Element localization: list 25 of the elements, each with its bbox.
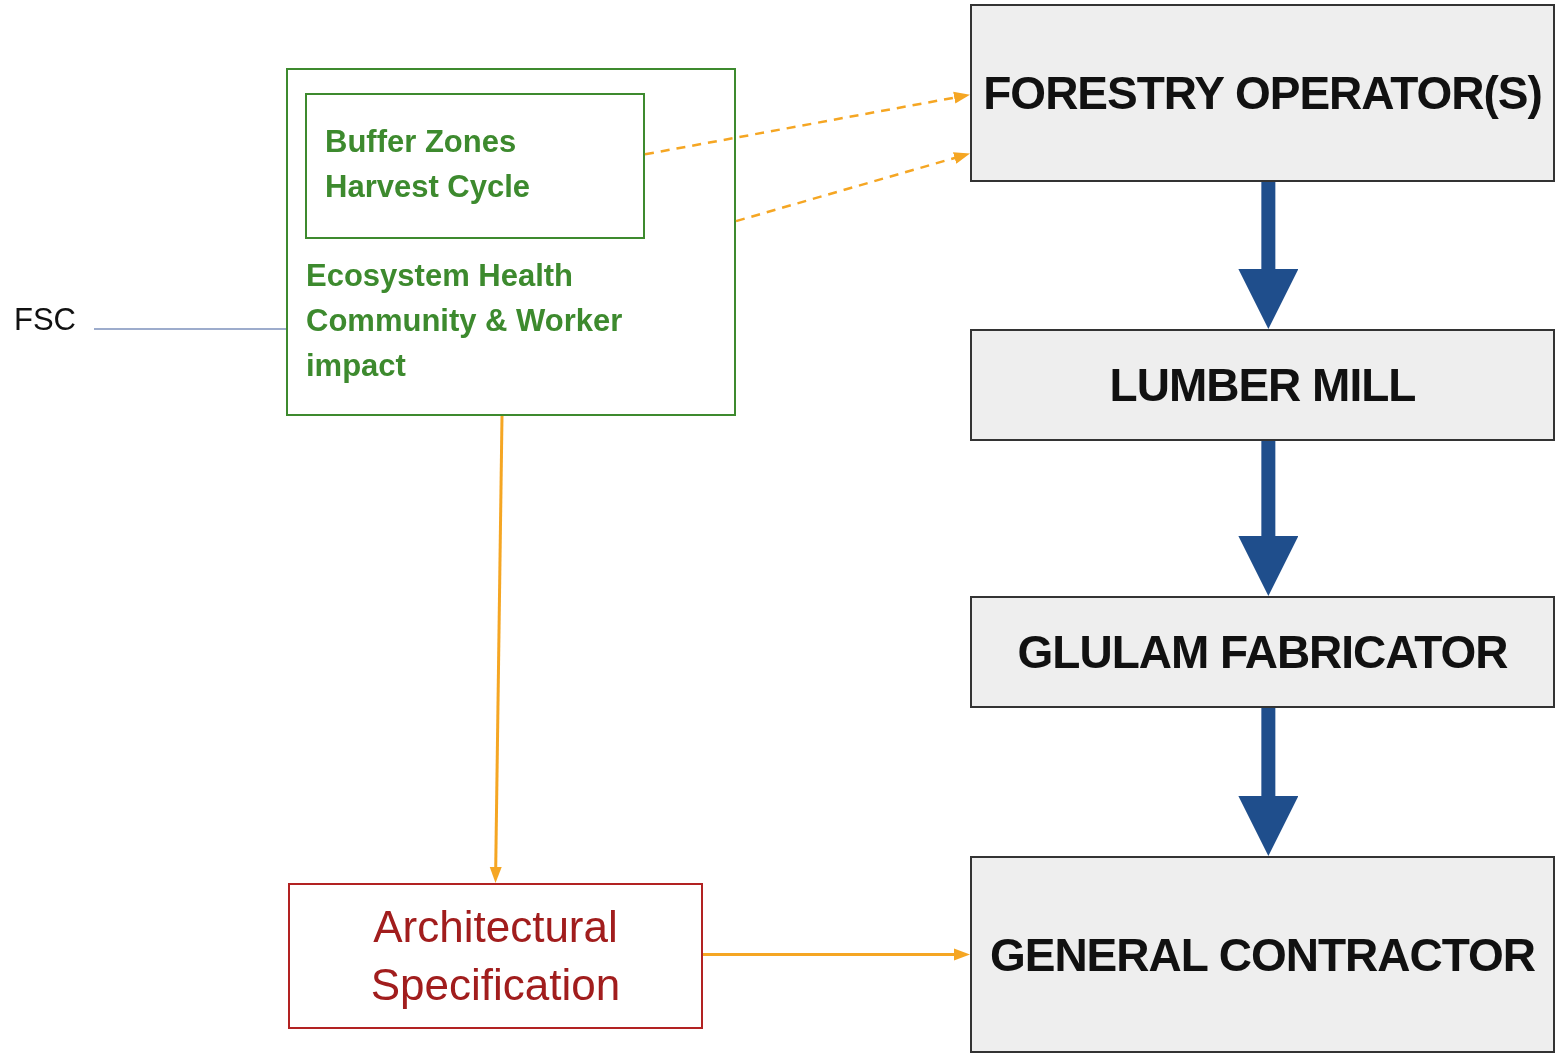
stage-label: LUMBER MILL <box>1109 358 1416 413</box>
process-box <box>970 596 1555 708</box>
process-box <box>970 856 1555 1053</box>
criterion-text: Harvest Cycle <box>325 168 532 206</box>
criteria-box <box>286 68 736 416</box>
callout-label: FSC <box>14 302 77 338</box>
stage-label: GLULAM FABRICATOR <box>1017 625 1508 680</box>
arrow <box>1238 441 1299 596</box>
stage-label: FORESTRY OPERATOR(S) <box>983 66 1542 121</box>
arrow <box>1238 708 1299 856</box>
process-box <box>970 4 1555 182</box>
criterion-text: Buffer Zones <box>325 123 518 161</box>
arrow <box>1238 182 1299 329</box>
arrow <box>644 91 970 156</box>
arrow <box>703 948 970 961</box>
specification-label: Architectural Specification <box>369 901 622 1011</box>
leader-line <box>93 328 287 330</box>
stage-label: GENERAL CONTRACTOR <box>989 927 1536 983</box>
arrow <box>489 415 504 883</box>
arrow <box>735 152 970 223</box>
criterion-text: Ecosystem Health <box>306 257 575 295</box>
specification-box <box>288 883 703 1029</box>
process-box <box>970 329 1555 441</box>
criterion-text: Community & Worker impact <box>306 302 624 385</box>
criteria-box <box>305 93 645 239</box>
